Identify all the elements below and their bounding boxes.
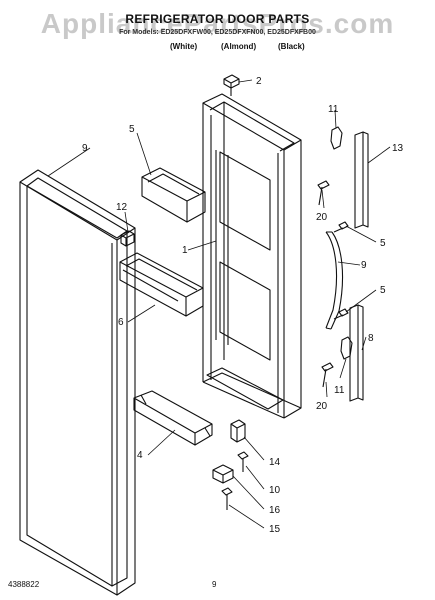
callout-14: 14 <box>269 457 281 468</box>
upper-bin-part <box>141 167 206 223</box>
callout-12: 12 <box>116 202 128 213</box>
callout-7: 8 <box>368 333 374 344</box>
hinge-screw-part <box>237 451 249 472</box>
trim-clip-upper-part <box>330 126 343 150</box>
page-number: 9 <box>212 580 217 589</box>
document-number: 4388822 <box>8 580 40 589</box>
callout-6: 6 <box>118 317 124 328</box>
variant-black: (Black) <box>278 42 305 51</box>
leader-lines <box>47 79 391 529</box>
callout-4: 4 <box>137 450 143 461</box>
hinge-bracket-part <box>212 464 234 484</box>
callout-11-lower: 11 <box>334 385 345 396</box>
callout-9: 9 <box>361 260 367 271</box>
callout-8: 9 <box>82 143 88 154</box>
variant-almond: (Almond) <box>221 42 257 51</box>
door-gasket-part <box>19 169 136 596</box>
callout-20-lower: 20 <box>316 401 328 412</box>
screw-20-lower-part <box>321 362 334 388</box>
door-handle-part <box>325 231 344 330</box>
callout-11-upper: 11 <box>328 104 339 115</box>
variant-white: (White) <box>170 42 198 51</box>
callout-5-lower: 5 <box>380 285 386 296</box>
callout-13: 13 <box>392 143 404 154</box>
top-cap-part <box>223 74 240 96</box>
screw-5-upper-part <box>333 221 349 233</box>
bottom-screw-part <box>221 487 233 510</box>
callout-5-upper: 5 <box>380 238 386 249</box>
lower-trim-part <box>349 304 364 402</box>
callout-10: 10 <box>269 485 281 496</box>
screw-20-upper-part <box>317 180 330 206</box>
screw-5-lower-part <box>333 308 349 320</box>
page-title: REFRIGERATOR DOOR PARTS <box>125 12 310 26</box>
trim-clip-lower-part <box>340 336 353 360</box>
door-liner-part <box>202 93 302 419</box>
lower-shelf-part <box>133 390 213 446</box>
callout-1: 1 <box>182 245 188 256</box>
callout-16: 16 <box>269 505 281 516</box>
callout-15: 15 <box>269 524 281 535</box>
model-list: For Models: ED25DFXFW00, ED25DFXFN00, ED… <box>119 29 316 36</box>
callout-20-upper: 20 <box>316 212 328 223</box>
bin-clip-part <box>120 230 135 247</box>
watermark-text: AppliancePartsPros.com <box>40 8 395 39</box>
callout-2: 2 <box>256 76 262 87</box>
callout-3: 5 <box>129 124 135 135</box>
upper-trim-part <box>354 131 369 229</box>
